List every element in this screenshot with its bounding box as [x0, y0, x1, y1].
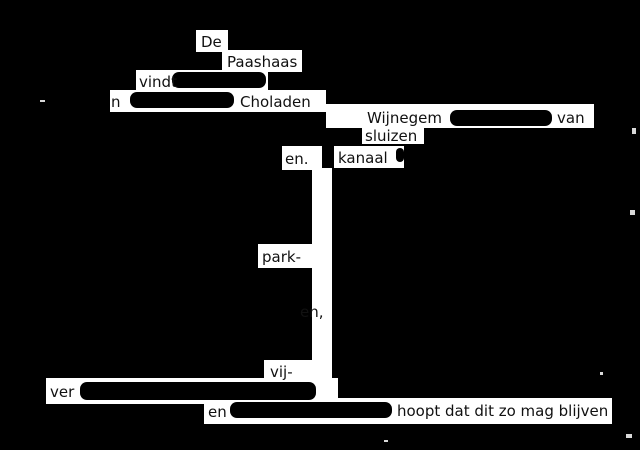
paper-fragment: [312, 300, 330, 326]
paper-fragment: [264, 360, 330, 382]
poem-word: van: [557, 109, 585, 127]
poem-word: en,: [300, 303, 324, 321]
poem-word: Paashaas: [227, 53, 298, 71]
scan-speck: [630, 210, 635, 215]
poem-word: Wijnegem: [367, 109, 442, 127]
scan-speck: [40, 100, 45, 102]
poem-word: vij-: [270, 363, 293, 381]
poem-word: en: [208, 403, 227, 421]
scan-speck: [600, 372, 603, 375]
scan-speck: [626, 434, 632, 438]
scan-speck: [632, 128, 636, 134]
redaction-mark: [172, 72, 266, 88]
poem-word: ver: [50, 383, 75, 401]
redaction-mark: [230, 402, 392, 418]
scan-speck: [384, 440, 388, 442]
paper-fragment: [334, 146, 404, 168]
paper-column: [312, 168, 332, 378]
poem-word: vindt: [139, 73, 177, 91]
paper-fragment: [222, 50, 302, 72]
redaction-mark: [450, 110, 552, 126]
poem-word: en.: [285, 150, 309, 168]
redaction-mark: [396, 148, 404, 162]
paper-fragment: [258, 244, 314, 268]
paper-fragment: [362, 124, 424, 144]
paper-fragment: [282, 146, 322, 170]
redaction-mark: [130, 92, 234, 108]
paper-fragment: [196, 30, 228, 52]
redaction-mark: [80, 382, 316, 400]
poem-word: kanaal: [338, 149, 388, 167]
poem-word: De: [201, 33, 222, 51]
poem-word: hoopt dat dit zo mag blijven: [397, 402, 609, 420]
poem-word: sluizen: [365, 127, 418, 145]
poem-word: Choladen: [240, 93, 311, 111]
poem-word: n: [111, 93, 121, 111]
poem-word: park-: [262, 248, 301, 266]
